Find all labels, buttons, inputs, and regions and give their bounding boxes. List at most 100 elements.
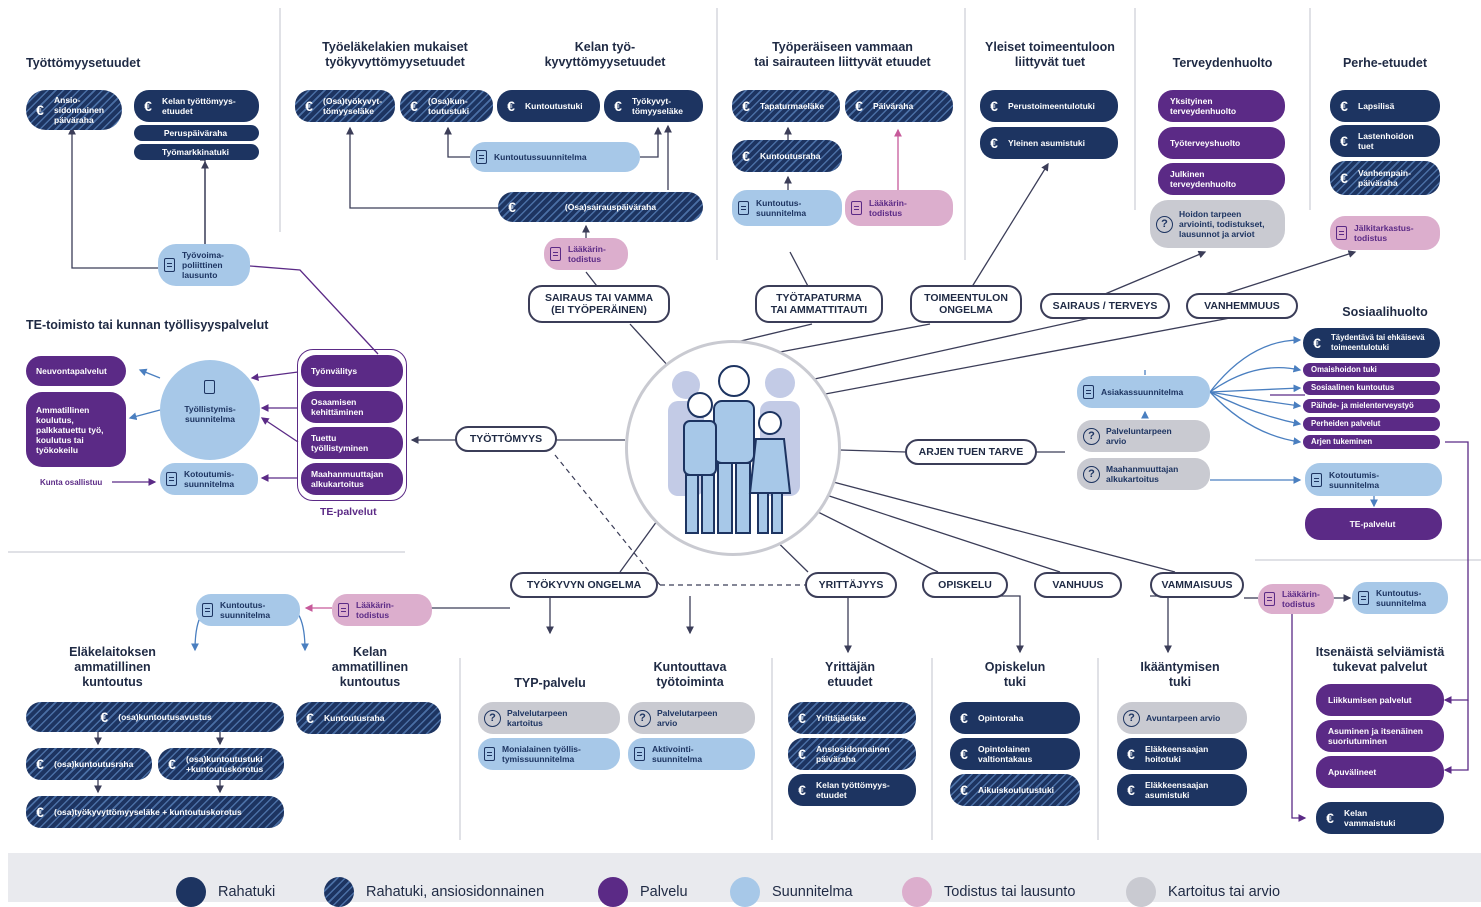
euro-icon: € (410, 98, 418, 114)
category-sairaus-terveys[interactable]: SAIRAUS / TERVEYS (1040, 293, 1170, 319)
box-aktivointi[interactable]: Aktivointi- suunnitelma (628, 738, 755, 770)
box-kelan-vammaistuki[interactable]: €Kelan vammaistuki (1316, 802, 1444, 834)
box-yrittajaelake[interactable]: €Yrittäjäeläke (788, 702, 916, 734)
box-osasairauspaivaraha[interactable]: €(Osa)sairauspäiväraha (498, 192, 703, 222)
box-arjen-tukeminen[interactable]: Arjen tukeminen (1303, 435, 1440, 449)
category-toimeentulon[interactable]: TOIMEENTULON ONGELMA (910, 285, 1022, 323)
euro-icon: € (614, 98, 622, 114)
category-arjen[interactable]: ARJEN TUEN TARVE (905, 439, 1037, 465)
category-opiskelu[interactable]: OPISKELU (922, 572, 1008, 598)
box-peruspaivaraha[interactable]: Peruspäiväraha (134, 125, 259, 141)
box-perustoimeentulotuki[interactable]: €Perustoimeentulotuki (980, 90, 1118, 122)
box-lapsilisa[interactable]: €Lapsilisä (1330, 90, 1440, 122)
box-opintoraha[interactable]: €Opintoraha (950, 702, 1080, 734)
box-kotoutumissuunnitelma-1[interactable]: Kotoutumis- suunnitelma (160, 463, 258, 495)
box-perheiden-palvelut[interactable]: Perheiden palvelut (1303, 417, 1440, 431)
box-laakarintodistus-3[interactable]: Lääkärin- todistus (332, 594, 432, 626)
legend: Rahatuki Rahatuki, ansiosidonnainen Palv… (8, 853, 1481, 907)
box-avuntarpeen-arvio[interactable]: ?Avuntarpeen arvio (1117, 702, 1247, 734)
box-taydentava[interactable]: €Täydentävä tai ehkäisevä toimeentulotuk… (1303, 328, 1440, 358)
box-lastenhoidon-tuet[interactable]: €Lastenhoidon tuet (1330, 125, 1440, 157)
navy-circle-icon (176, 877, 206, 907)
box-kela-tyottomyys[interactable]: €Kelan työttömyys- etuudet (134, 90, 259, 122)
box-hoidon-tarpeen[interactable]: ?Hoidon tarpeen arviointi, todistukset, … (1150, 200, 1285, 248)
box-apuvalineet[interactable]: Apuvälineet (1316, 756, 1444, 788)
euro-icon: € (1326, 810, 1334, 826)
header-kela-amm: Kelan ammatillinen kuntoutus (331, 645, 409, 689)
category-vammaisuus[interactable]: VAMMAISUUS (1150, 572, 1244, 598)
box-liikkumisen-palvelut[interactable]: Liikkumisen palvelut (1316, 684, 1444, 716)
legend-item-kartoitus: Kartoitus tai arvio (1126, 877, 1280, 907)
box-kotoutumissuunnitelma-2[interactable]: Kotoutumis- suunnitelma (1305, 463, 1442, 496)
pink-circle-icon (902, 877, 932, 907)
box-neuvontapalvelut[interactable]: Neuvontapalvelut (26, 356, 126, 386)
box-laakarintodistus-2[interactable]: Lääkärin- todistus (845, 190, 953, 226)
category-tyottomyys[interactable]: TYÖTTÖMYYS (455, 426, 557, 452)
box-tyonvalitys[interactable]: Työnvälitys (301, 355, 403, 387)
box-maahanmuuttajan-alkukartoitus-1[interactable]: Maahanmuuttajan alkukartoitus (301, 463, 403, 495)
box-kuntoutustuki[interactable]: €Kuntoutustuki (497, 90, 600, 122)
box-yleinen-asumistuki[interactable]: €Yleinen asumistuki (980, 127, 1118, 159)
box-asuminen[interactable]: Asuminen ja itsenäinen suoriutuminen (1316, 720, 1444, 752)
box-ansiosidonnainen-pv-2[interactable]: €Ansiosidonnainen päiväraha (788, 738, 916, 770)
box-kuntoutussuunnitelma-2[interactable]: Kuntoutus- suunnitelma (732, 190, 842, 226)
box-te-palvelut[interactable]: TE-palvelut (1305, 508, 1442, 540)
box-paivaraha[interactable]: €Päiväraha (845, 90, 953, 122)
box-opintolainen[interactable]: €Opintolainen valtiontakaus (950, 738, 1080, 770)
box-asiakassuunnitelma[interactable]: Asiakassuunnitelma (1077, 376, 1210, 408)
box-omaishoidon-tuki[interactable]: Omaishoidon tuki (1303, 363, 1440, 377)
box-kuntoutusraha-2[interactable]: €Kuntoutusraha (296, 702, 441, 734)
box-osakuntoutustuki-korotus[interactable]: €(osa)kuntoutustuki +kuntoutuskorotus (158, 748, 284, 780)
box-osakuntoutusraha[interactable]: €(osa)kuntoutusraha (26, 748, 152, 780)
box-kuntoutussuunnitelma-3[interactable]: Kuntoutus- suunnitelma (196, 594, 300, 626)
grey-circle-icon (1126, 877, 1156, 907)
category-vanhemmuus[interactable]: VANHEMMUUS (1186, 293, 1298, 319)
box-tyoterveyshuolto[interactable]: Työterveyshuolto (1158, 127, 1285, 159)
box-vanhempainpaivaraha[interactable]: €Vanhempain- päiväraha (1330, 161, 1440, 195)
box-jalkitarkastus[interactable]: Jälkitarkastus- todistus (1330, 216, 1440, 250)
header-te-toimisto: TE-toimisto tai kunnan työllisyyspalvelu… (26, 318, 269, 332)
box-ammatillinen-koulutus[interactable]: Ammatillinen koulutus, palkkatuettu työ,… (26, 392, 126, 467)
box-osakuntoutusavustus[interactable]: €(osa)kuntoutusavustus (26, 702, 284, 732)
box-kuntoutusraha-1[interactable]: €Kuntoutusraha (732, 140, 842, 172)
euro-icon: € (144, 98, 152, 114)
box-tyomarkkinatuki[interactable]: Työmarkkinatuki (134, 144, 259, 160)
document-icon (476, 150, 487, 164)
box-laakarintodistus-4[interactable]: Lääkärin- todistus (1258, 584, 1334, 614)
box-paide[interactable]: Päihde- ja mielenterveystyö (1303, 399, 1440, 413)
box-sosiaalinen-kuntoutus[interactable]: Sosiaalinen kuntoutus (1303, 381, 1440, 395)
box-yksityinen-th[interactable]: Yksityinen terveydenhuolto (1158, 90, 1285, 122)
box-kuntoutussuunnitelma-4[interactable]: Kuntoutus- suunnitelma (1352, 582, 1448, 614)
box-elakkeensaajan-asumistuki[interactable]: €Eläkkeensaajan asumistuki (1117, 774, 1247, 806)
category-tyotapaturma[interactable]: TYÖTAPATURMA TAI AMMATTITAUTI (755, 285, 883, 323)
box-laakarintodistus-1[interactable]: Lääkärin- todistus (544, 238, 628, 270)
box-aikuiskoulutustuki[interactable]: €Aikuiskoulutustuki (950, 774, 1080, 806)
box-tyovoimapoliittinen[interactable]: Työvoima- poliittinen lausunto (158, 244, 250, 286)
box-osatyokyvyttomyyselake-korotus[interactable]: €(osa)työkyvyttömyyseläke + kuntoutuskor… (26, 796, 284, 828)
box-kela-tyottomyys-2[interactable]: €Kelan työttömyys- etuudet (788, 774, 916, 806)
category-tyokyvyn[interactable]: TYÖKYVYN ONGELMA (510, 572, 658, 598)
box-tyollistymissuunnitelma[interactable]: Työllistymis- suunnitelma (160, 360, 260, 460)
euro-icon: € (798, 746, 806, 762)
box-ansiosidonnainen-pv[interactable]: €Ansio- sidonnainen päiväraha (26, 90, 122, 130)
box-monialainen[interactable]: Monialainen työllis- tymissuunnitelma (478, 738, 620, 770)
box-tuettu-tyollistyminen[interactable]: Tuettu työllistyminen (301, 427, 403, 459)
document-icon (166, 472, 177, 486)
box-elakkeensaajan-hoitotuki[interactable]: €Eläkkeensaajan hoitotuki (1117, 738, 1247, 770)
box-palveluntarpeen-kartoitus[interactable]: ?Palvelutarpeen kartoitus (478, 702, 620, 734)
category-yrittajyys[interactable]: YRITTÄJYYS (805, 572, 897, 598)
box-tyokyvyttomyyselake[interactable]: €Työkyvyt- tömyyseläke (604, 90, 703, 122)
box-osaamisen-kehittaminen[interactable]: Osaamisen kehittäminen (301, 391, 403, 423)
box-tapaturmaelake[interactable]: €Tapaturmaeläke (732, 90, 840, 122)
box-palveluntarpeen-arvio[interactable]: ?Palveluntarpeen arvio (1077, 420, 1210, 452)
euro-icon: € (36, 102, 44, 118)
category-sairaus[interactable]: SAIRAUS TAI VAMMA (EI TYÖPERÄINEN) (528, 285, 670, 323)
header-opiskelun: Opiskelun tuki (984, 660, 1046, 689)
box-osatyokyvyttomyyselake[interactable]: €(Osa)työkyvyt- tömyyseläke (295, 90, 395, 122)
box-osakuntoutustuki[interactable]: €(Osa)kun- toutustuki (400, 90, 493, 122)
box-maahanmuuttajan-alkukartoitus-2[interactable]: ?Maahanmuuttajan alkukartoitus (1077, 458, 1210, 490)
box-kuntoutussuunnitelma-1[interactable]: Kuntoutussuunnitelma (470, 142, 640, 172)
category-vanhuus[interactable]: VANHUUS (1034, 572, 1122, 598)
box-julkinen-th[interactable]: Julkinen terveydenhuolto (1158, 163, 1285, 195)
box-palveluntarpeen-arvio-2[interactable]: ?Palvelutarpeen arvio (628, 702, 755, 734)
